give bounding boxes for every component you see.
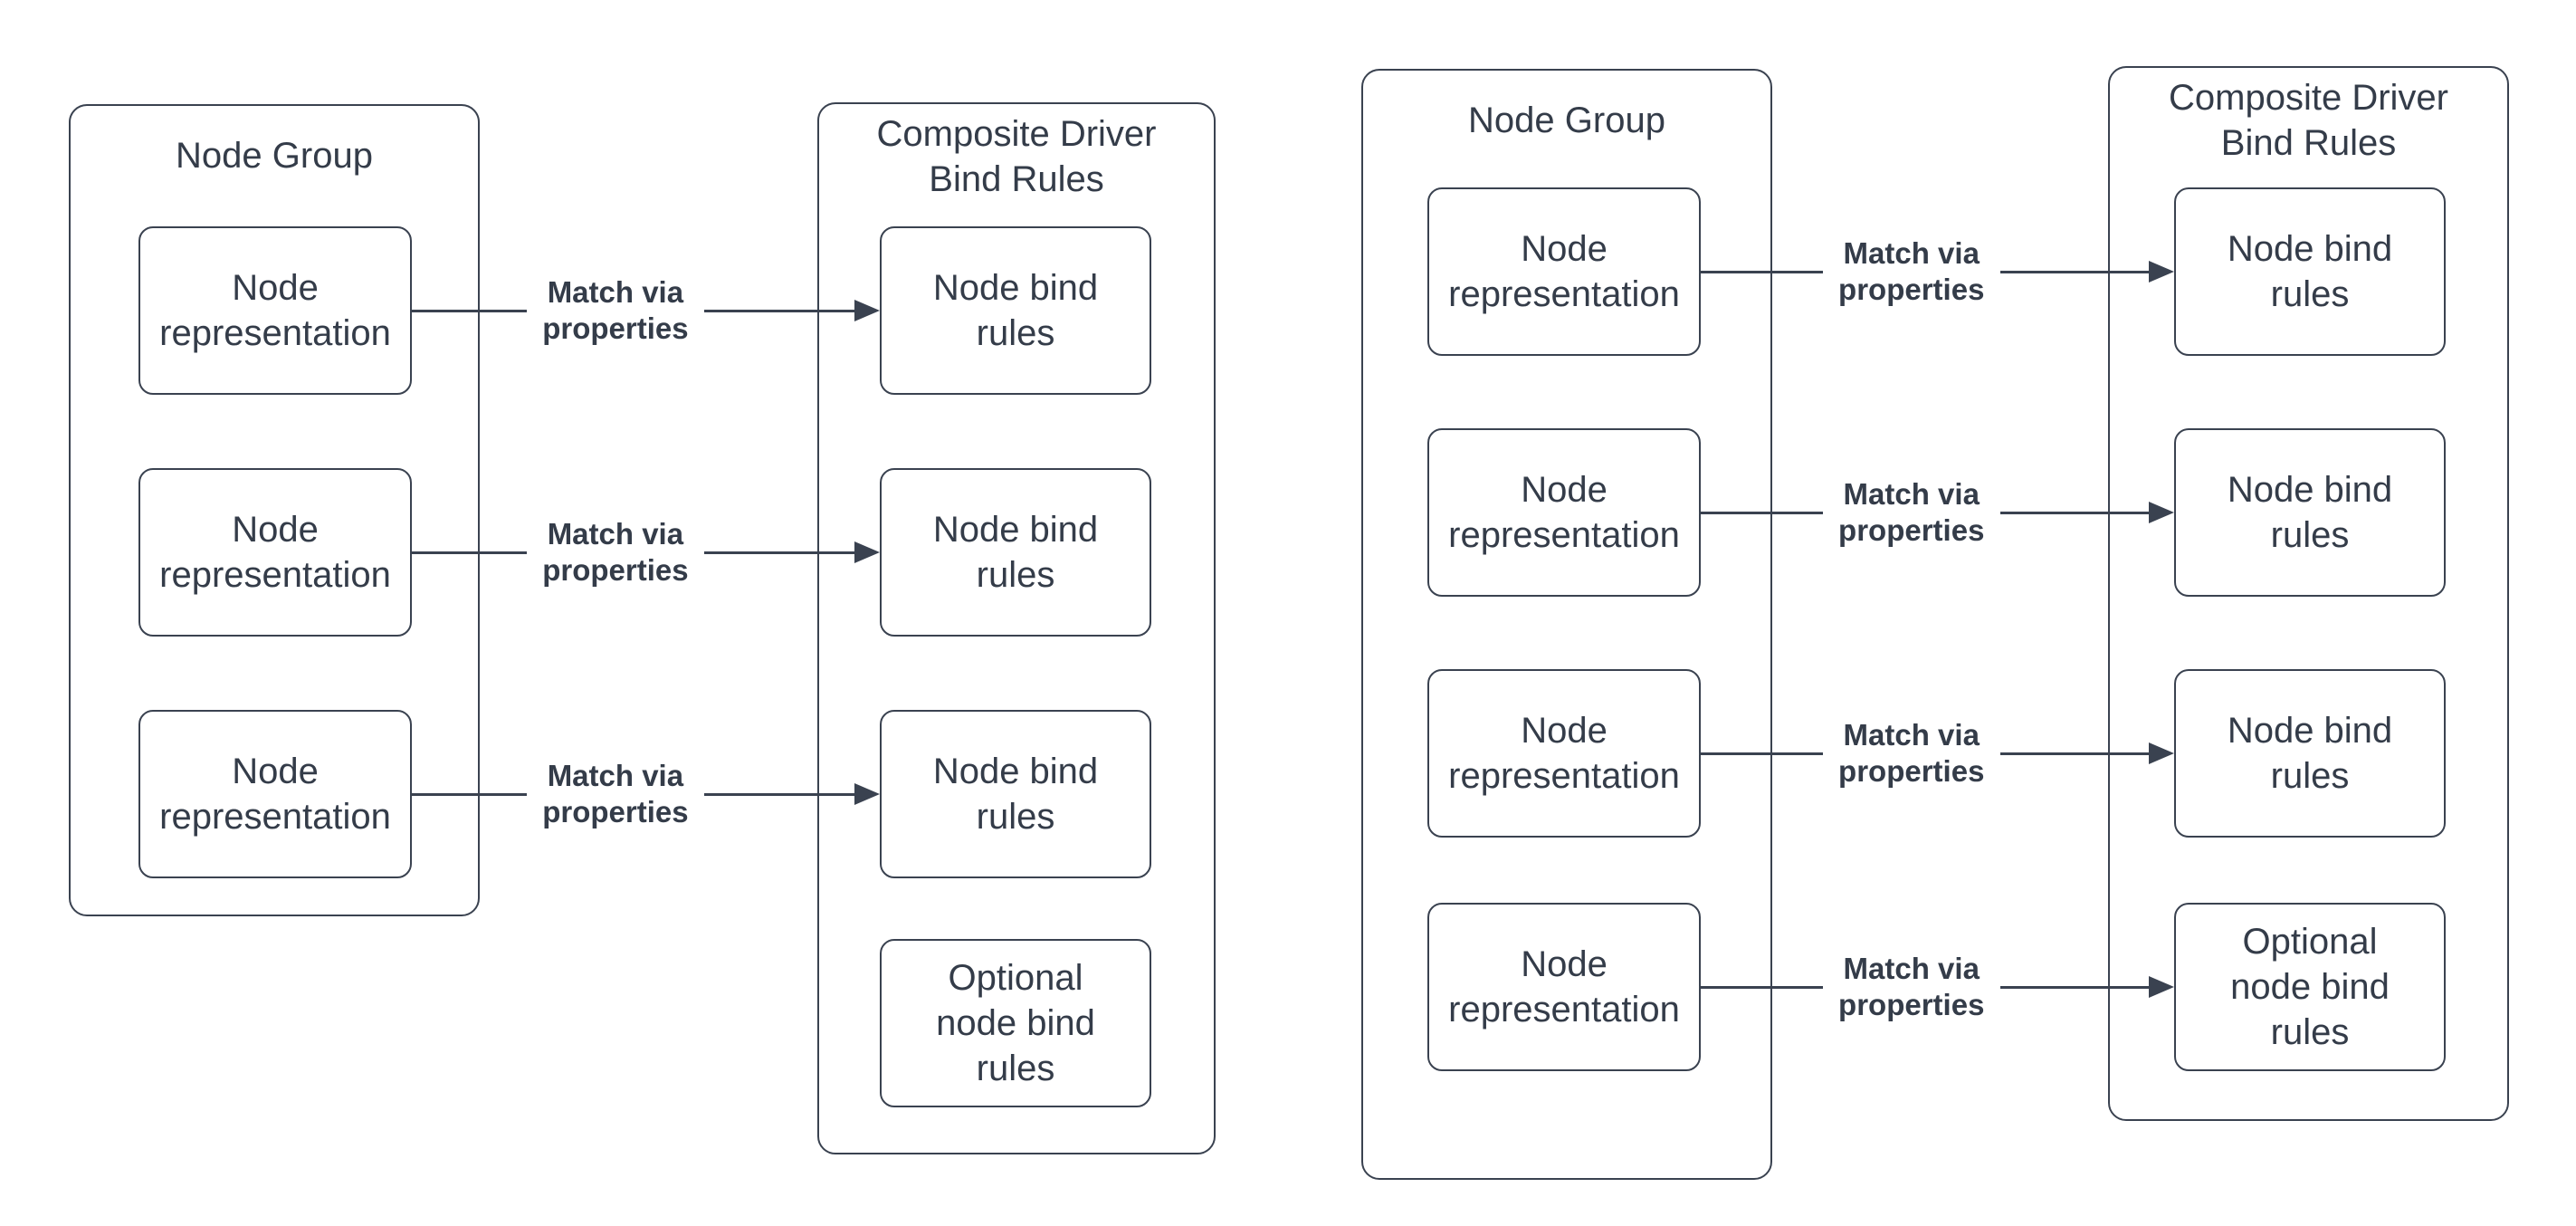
node-group-title: Node Group [71, 106, 478, 178]
match-via-properties-label: Match via properties [526, 273, 704, 349]
node-bind-rules-label: Node bind rules [2227, 711, 2393, 796]
node-bind-rules-box: Node bind rules [2174, 428, 2446, 597]
arrowhead-icon [2149, 976, 2174, 998]
match-via-properties-label: Match via properties [526, 756, 704, 832]
node-group-title-text: Node Group [176, 136, 373, 176]
optional-node-bind-rules-label: Optional node bind rules [936, 958, 1095, 1088]
match-via-properties-label: Match via properties [1822, 949, 2000, 1025]
arrowhead-icon [2149, 502, 2174, 523]
node-representation-box: Node representation [1427, 669, 1701, 838]
node-representation-box: Node representation [1427, 187, 1701, 356]
node-bind-rules-box: Node bind rules [880, 226, 1151, 395]
composite-driver-bind-rules-title: Composite Driver Bind Rules [2110, 68, 2507, 166]
node-bind-rules-box: Node bind rules [2174, 669, 2446, 838]
arrowhead-icon [2149, 742, 2174, 764]
node-representation-label: Node representation [159, 752, 391, 837]
match-via-properties-label: Match via properties [1822, 234, 2000, 310]
node-bind-rules-box: Node bind rules [880, 468, 1151, 637]
match-via-properties-label: Match via properties [1822, 715, 2000, 791]
node-representation-label: Node representation [159, 510, 391, 595]
node-bind-rules-label: Node bind rules [932, 268, 1099, 353]
optional-node-bind-rules-label: Optional node bind rules [2230, 922, 2390, 1052]
node-bind-rules-box: Node bind rules [880, 710, 1151, 878]
arrowhead-icon [854, 783, 880, 805]
node-group-title: Node Group [1363, 71, 1770, 143]
node-representation-box: Node representation [138, 468, 412, 637]
match-via-properties-label: Match via properties [526, 514, 704, 590]
node-bind-rules-label: Node bind rules [932, 510, 1099, 595]
node-representation-label: Node representation [1448, 944, 1680, 1030]
node-representation-box: Node representation [1427, 903, 1701, 1071]
node-group-title-text: Node Group [1468, 101, 1665, 140]
node-representation-box: Node representation [138, 710, 412, 878]
arrowhead-icon [854, 300, 880, 321]
node-representation-label: Node representation [1448, 711, 1680, 796]
node-bind-rules-label: Node bind rules [2227, 229, 2393, 314]
node-bind-rules-label: Node bind rules [932, 752, 1099, 837]
composite-driver-bind-rules-title: Composite Driver Bind Rules [819, 104, 1214, 202]
node-representation-label: Node representation [159, 268, 391, 353]
node-representation-box: Node representation [1427, 428, 1701, 597]
node-representation-label: Node representation [1448, 470, 1680, 555]
node-bind-rules-label: Node bind rules [2227, 470, 2393, 555]
composite-driver-bind-rules-title-text: Composite Driver Bind Rules [876, 114, 1157, 199]
match-via-properties-label: Match via properties [1822, 474, 2000, 551]
optional-node-bind-rules-box: Optional node bind rules [2174, 903, 2446, 1071]
node-bind-rules-box: Node bind rules [2174, 187, 2446, 356]
arrowhead-icon [2149, 261, 2174, 283]
node-representation-label: Node representation [1448, 229, 1680, 314]
optional-node-bind-rules-box: Optional node bind rules [880, 939, 1151, 1107]
arrowhead-icon [854, 541, 880, 563]
node-representation-box: Node representation [138, 226, 412, 395]
composite-driver-bind-rules-title-text: Composite Driver Bind Rules [2169, 78, 2448, 163]
